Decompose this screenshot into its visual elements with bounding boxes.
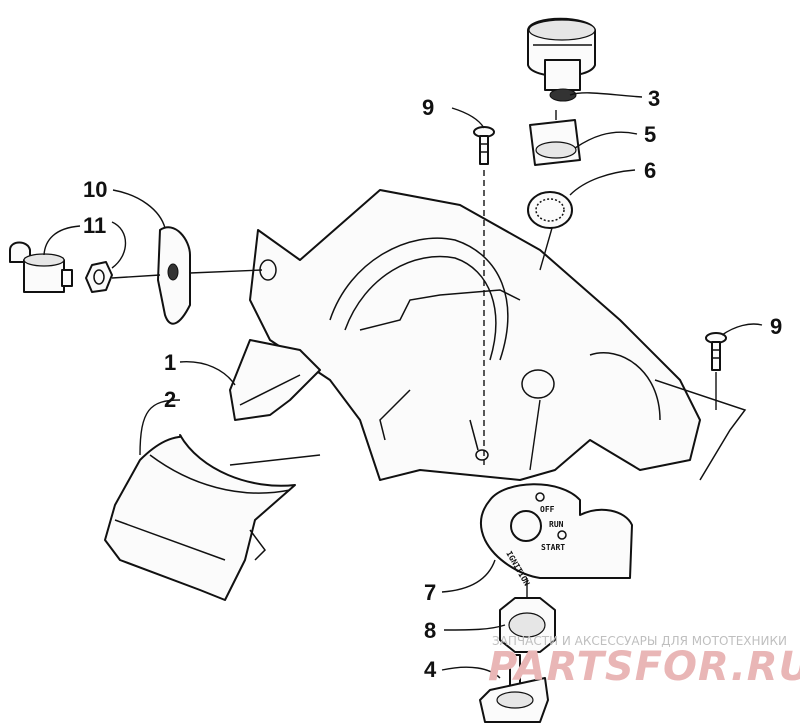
watermark-brand: PARTSFOR.RU — [488, 644, 800, 690]
callout-7: 7 — [424, 580, 436, 605]
callout-8: 8 — [424, 618, 436, 643]
callout-5: 5 — [644, 122, 656, 147]
ignition-nut — [499, 597, 556, 653]
ignition-key — [479, 654, 549, 723]
callout-9-right: 9 — [770, 314, 782, 339]
ignition-decal — [479, 483, 633, 579]
callout-1: 1 — [164, 350, 176, 375]
decal-run: RUN — [549, 520, 564, 529]
callout-6: 6 — [644, 158, 656, 183]
console-housing — [249, 189, 747, 481]
plug-nut — [85, 261, 113, 293]
callout-2: 2 — [164, 387, 176, 412]
decal-off: OFF — [540, 505, 555, 514]
housing-left-wing — [229, 339, 321, 421]
lock-washer — [527, 191, 573, 229]
screw-upper — [473, 126, 495, 165]
leader-lines — [43, 92, 763, 679]
callout-11: 11 — [83, 213, 106, 238]
callout-9-upper: 9 — [422, 95, 434, 120]
lower-cover — [104, 434, 321, 601]
callout-3: 3 — [648, 86, 660, 111]
mounting-plate — [157, 226, 191, 325]
watermark-tagline: ЗАПЧАСТИ И АКСЕССУАРЫ ДЛЯ МОТОТЕХНИКИ — [492, 634, 787, 648]
callout-10: 10 — [83, 177, 107, 202]
callout-4: 4 — [424, 657, 437, 682]
switch-nut — [529, 119, 581, 166]
callout-labels: 3 5 6 9 9 10 11 1 2 7 8 4 — [83, 86, 782, 682]
decal-start: START — [541, 543, 565, 552]
screw-right — [705, 332, 727, 371]
accessory-plug — [9, 241, 73, 293]
ignition-switch — [527, 17, 596, 102]
watermark: ЗАПЧАСТИ И АКСЕССУАРЫ ДЛЯ МОТОТЕХНИКИ PA… — [488, 634, 800, 690]
